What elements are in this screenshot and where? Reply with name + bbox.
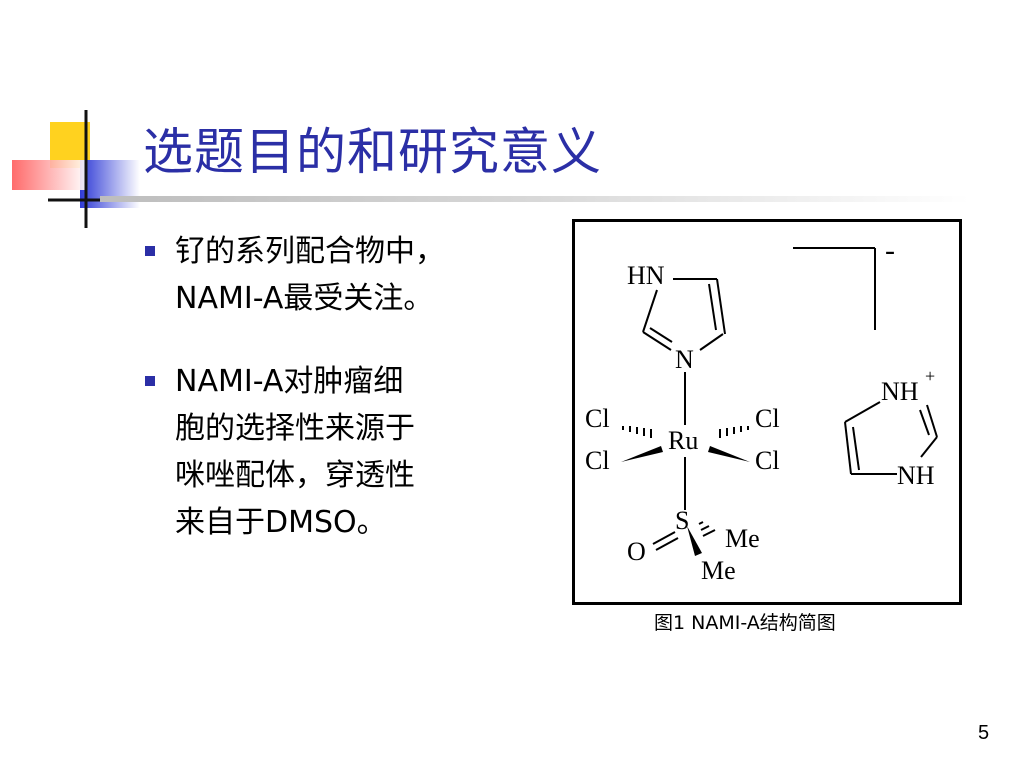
- nami-a-structure-diagram: HN N Ru Cl Cl Cl Cl S O Me Me NH + NH -: [585, 234, 938, 585]
- slide-title: 选题目的和研究意义: [143, 123, 602, 181]
- cl-label: Cl: [585, 446, 610, 475]
- n-label: N: [675, 345, 694, 374]
- bullet-text: NAMI-A对肿瘤细 胞的选择性来源于 咪唑配体，穿透性 来自于DMSO。: [175, 364, 415, 540]
- o-label: O: [627, 537, 646, 566]
- structure-figure: HN N Ru Cl Cl Cl Cl S O Me Me NH + NH -: [572, 219, 962, 605]
- bullet-marker-icon: [145, 376, 155, 386]
- bullet-item: NAMI-A对肿瘤细 胞的选择性来源于 咪唑配体，穿透性 来自于DMSO。: [145, 358, 545, 546]
- ru-label: Ru: [668, 426, 698, 455]
- bullet-list: 钌的系列配合物中， NAMI-A最受关注。 NAMI-A对肿瘤细 胞的选择性来源…: [145, 228, 545, 582]
- cl-label: Cl: [585, 404, 610, 433]
- bullet-text: 钌的系列配合物中， NAMI-A最受关注。: [175, 234, 445, 316]
- hn-label: HN: [627, 261, 665, 290]
- nh-label: NH: [897, 461, 935, 490]
- title-decoration: [12, 110, 140, 228]
- figure-caption: 图1 NAMI-A结构简图: [654, 612, 836, 634]
- minus-charge: -: [885, 234, 895, 267]
- cl-label: Cl: [755, 446, 780, 475]
- bullet-marker-icon: [145, 246, 155, 256]
- nh-plus-label: NH: [881, 377, 919, 406]
- s-label: S: [675, 506, 689, 535]
- title-underline: [100, 196, 970, 202]
- me-label: Me: [701, 556, 736, 585]
- plus-charge: +: [925, 366, 935, 386]
- bullet-item: 钌的系列配合物中， NAMI-A最受关注。: [145, 228, 545, 322]
- me-label: Me: [725, 524, 760, 553]
- page-number: 5: [978, 722, 990, 744]
- cl-label: Cl: [755, 404, 780, 433]
